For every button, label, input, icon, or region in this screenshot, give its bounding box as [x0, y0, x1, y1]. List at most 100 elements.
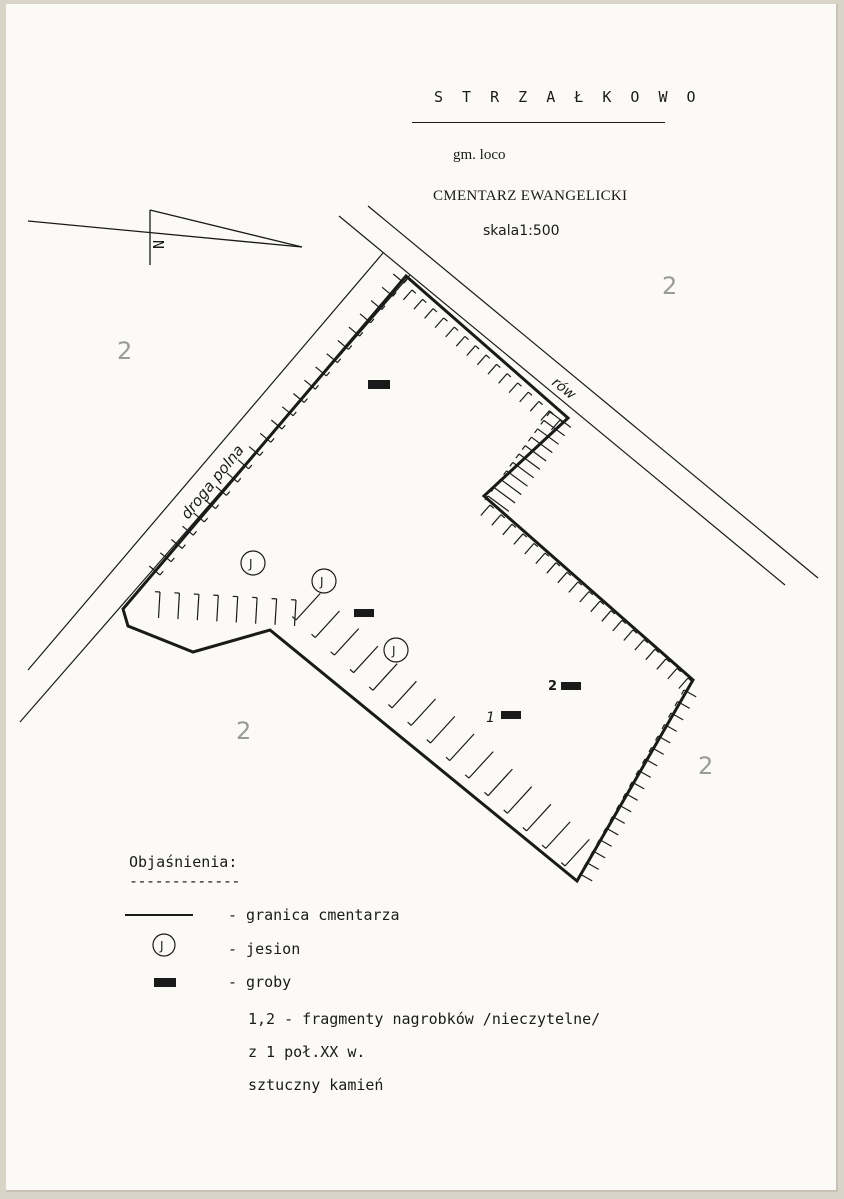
hatch-mark — [449, 733, 475, 762]
hatch-mark — [410, 698, 437, 726]
hatch-mark — [171, 539, 183, 549]
hatch-mark — [670, 712, 684, 721]
hatch-tick — [292, 411, 297, 417]
hatch-mark — [512, 461, 535, 479]
hatch-mark — [506, 470, 528, 487]
hatch-tick — [426, 739, 431, 744]
hatch-mark — [445, 326, 455, 338]
hatch-tick — [314, 384, 319, 390]
hatch-tick — [588, 591, 594, 596]
gravestone-label-1: 1 — [486, 710, 495, 726]
hatch-tick — [533, 542, 539, 548]
hatch-tick — [609, 816, 614, 822]
hatch-mark — [295, 592, 321, 621]
hatch-tick — [654, 648, 660, 653]
hatch-tick — [635, 770, 640, 776]
hatch-tick — [496, 363, 501, 369]
hatch-tick — [325, 371, 331, 377]
hatch-tick — [555, 562, 561, 567]
hatch-tick — [599, 600, 605, 605]
embankment-hatching — [148, 273, 697, 882]
hatch-tick — [226, 491, 231, 496]
hatch-mark — [491, 514, 502, 526]
hatch-tick — [541, 844, 547, 849]
hatch-mark — [524, 445, 547, 462]
legend-item-boundary: - granica cmentarza — [228, 906, 400, 924]
hatch-mark — [601, 610, 612, 622]
hatch-mark — [537, 428, 559, 445]
hatch-mark — [568, 581, 579, 593]
hatch-tick — [515, 453, 520, 459]
title-underline — [412, 122, 665, 123]
hatch-tick — [368, 686, 374, 691]
hatch-tick — [560, 862, 566, 867]
hatch-mark — [683, 689, 697, 698]
hatch-mark — [645, 648, 656, 661]
pencil-mark: 2 — [698, 752, 714, 780]
hatch-tick — [509, 462, 514, 467]
hatch-tick — [348, 345, 353, 350]
road-lines — [19, 205, 819, 723]
legend-note: sztuczny kamień — [248, 1076, 384, 1094]
hatch-tick — [680, 689, 685, 695]
hatch-mark — [677, 700, 690, 709]
hatch-tick — [203, 517, 209, 523]
hatch-tick — [270, 438, 275, 443]
hatch-mark — [434, 317, 445, 328]
hatch-tick — [521, 445, 526, 450]
hatch-mark — [612, 815, 625, 824]
hatch-mark — [500, 478, 522, 496]
hatch-tick — [464, 335, 469, 341]
hatch-mark — [529, 401, 540, 412]
hatch-tick — [349, 668, 355, 674]
hatch-mark — [359, 313, 372, 324]
hatch-tick — [632, 629, 638, 634]
hatch-tick — [403, 278, 408, 284]
legend-tree-icon — [152, 933, 176, 957]
hatch-mark — [487, 768, 513, 797]
hatch-tick — [661, 724, 666, 730]
pencil-mark: 2 — [662, 272, 678, 300]
hatch-mark — [237, 459, 250, 470]
hatch-mark — [625, 792, 638, 801]
hatch-tick — [445, 756, 451, 762]
hatch-mark — [678, 677, 689, 689]
hatch-mark — [519, 391, 529, 403]
hatch-mark — [631, 781, 645, 790]
hatch-mark — [216, 595, 219, 622]
hatch-mark — [634, 639, 645, 651]
north-label: N — [150, 240, 168, 249]
hatch-mark — [348, 326, 360, 337]
hatch-mark — [657, 735, 671, 744]
cemetery-name: CMENTARZ EWANGELICKI — [433, 188, 628, 204]
hatch-tick — [330, 651, 335, 656]
legend-tree-label: J — [159, 939, 164, 953]
hatch-mark — [579, 591, 590, 603]
hatch-tick — [303, 398, 308, 403]
page-title: S T R Z A Ł K O W O — [434, 88, 701, 106]
hatch-tick — [615, 804, 620, 810]
hatch-tick — [503, 809, 508, 814]
hatch-mark — [157, 591, 161, 619]
hatch-mark — [177, 593, 180, 620]
hatch-mark — [148, 565, 161, 576]
hatch-tick — [370, 318, 375, 324]
hatch-mark — [381, 286, 394, 297]
grave-icon — [354, 609, 374, 617]
hatch-mark — [535, 552, 546, 564]
hatch-mark — [370, 300, 383, 310]
hatch-mark — [550, 419, 561, 431]
hatch-mark — [226, 472, 238, 483]
tree-label: J — [248, 557, 253, 571]
hatch-tick — [538, 400, 543, 406]
hatch-mark — [543, 419, 566, 437]
tree-icon — [383, 637, 409, 663]
hatch-tick — [181, 544, 186, 549]
hatch-tick — [628, 781, 633, 787]
hatch-mark — [487, 363, 498, 375]
tree-icon — [240, 550, 266, 576]
pencil-mark: 2 — [117, 337, 133, 365]
hatch-tick — [464, 774, 470, 779]
hatch-mark — [466, 345, 476, 356]
hatch-tick — [484, 495, 489, 501]
